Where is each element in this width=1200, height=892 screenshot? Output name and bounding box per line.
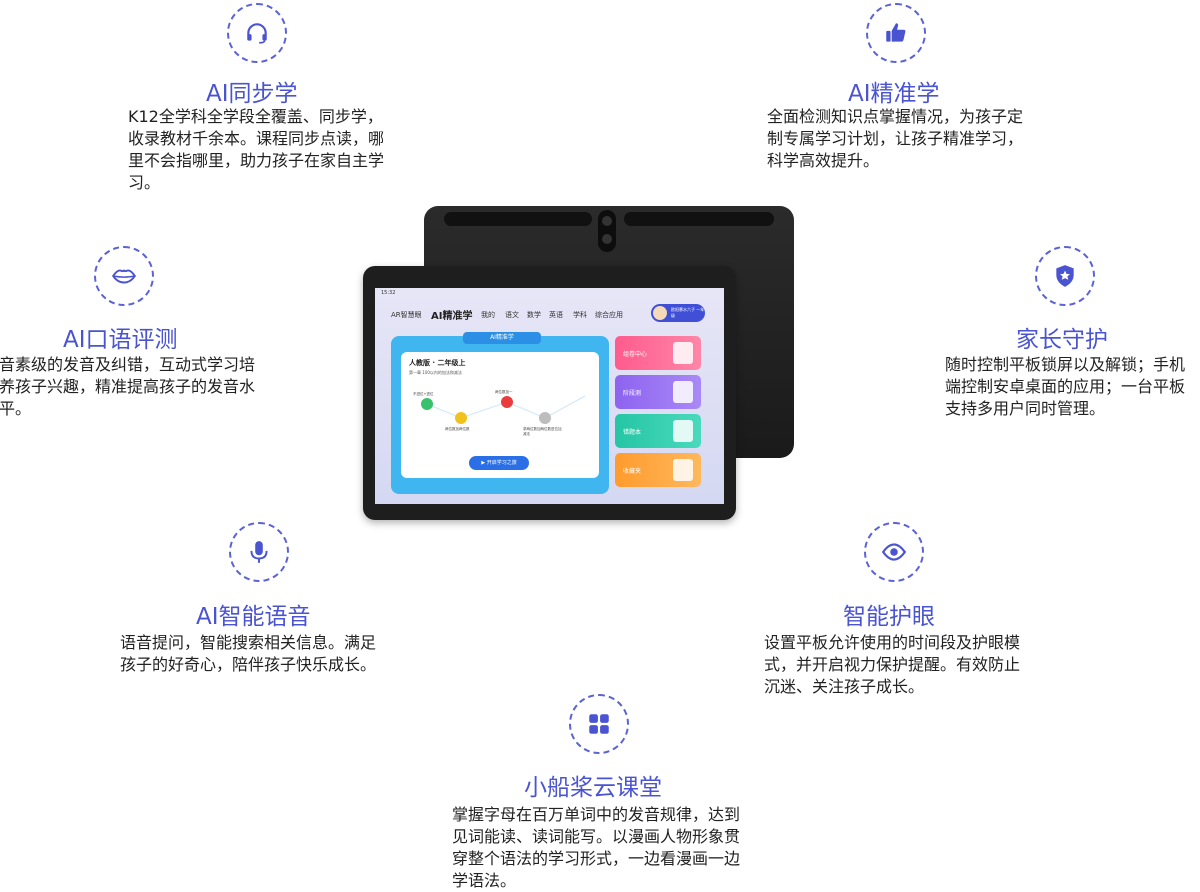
screen-side-label: 错题本 (623, 429, 642, 436)
screen-node-label: 求两位数加两位数进位加减法 (523, 427, 562, 436)
screen-node-dot (421, 398, 433, 410)
screen-nav-item: AR智慧眼 (391, 311, 422, 319)
shield-star-icon (1035, 246, 1095, 306)
tablet-front-image: 15:32 AR智慧眼 AI精准学 我的 语文 数学 英语 学科 综合应用 欧阳… (363, 266, 736, 520)
avatar (653, 306, 667, 320)
feature-title: 小船桨云课堂 (524, 775, 662, 801)
screen-side-label: 收藏夹 (623, 468, 642, 475)
screen-nav-item: 英语 (549, 311, 563, 319)
screen-time: 15:32 (381, 290, 396, 296)
document-icon (673, 381, 693, 403)
screen-nav-item: 综合应用 (595, 311, 623, 319)
screen-node-label: 两位数加两位数 (445, 427, 470, 431)
eye-icon (864, 522, 924, 582)
star-book-icon (673, 459, 693, 481)
start-learning-button[interactable]: ▶ 开启学习之旅 (469, 456, 529, 470)
document-icon (673, 420, 693, 442)
screen-card-title: 人教版 · 二年级上 (409, 359, 466, 367)
feature-desc: 掌握字母在百万单词中的发音规律，达到见词能读、读词能写。以漫画人物形象贯穿整个语… (452, 805, 741, 890)
screen-side-card[interactable]: 阶段测 (615, 375, 701, 409)
screen-side-label: 阶段测 (623, 390, 642, 397)
screen-node-label: 不进位+进位 (413, 392, 434, 396)
headset-icon (227, 3, 287, 63)
screen-side-card[interactable]: 收藏夹 (615, 453, 701, 487)
screen-card-sub: 第一章 100以内的加法和减法 (409, 370, 462, 375)
feature-desc: K12全学科全学段全覆盖、同步学，收录教材千余本。课程同步点读，哪里不会指哪里，… (128, 107, 385, 192)
screen-panel-tab: AI精准学 (463, 332, 541, 344)
screen-nav-item: 学科 (573, 311, 587, 319)
lips-icon (94, 246, 154, 306)
feature-desc: 全面检测知识点掌握情况，为孩子定制专属学习计划，让孩子精准学习，科学高效提升。 (767, 107, 1024, 170)
screen-main-panel: AI精准学 人教版 · 二年级上 第一章 100以内的加法和减法 不进位+进位 … (391, 332, 609, 494)
screen-node-dot (455, 412, 467, 424)
feature-desc: 语音提问，智能搜索相关信息。满足孩子的好奇心，陪伴孩子快乐成长。 (120, 633, 377, 674)
feature-desc: 随时控制平板锁屏以及解锁；手机端控制安卓桌面的应用；一台平板支持多用户同时管理。 (945, 355, 1186, 418)
microphone-icon (229, 522, 289, 582)
feature-title: AI智能语音 (196, 604, 311, 630)
grid-icon (569, 694, 629, 754)
screen-node-dot (501, 396, 513, 408)
screen-side-card[interactable]: 组卷中心 (615, 336, 701, 370)
feature-title: AI精准学 (848, 81, 940, 107)
screen-node-label: 两位数加一 (495, 390, 513, 394)
feature-title: AI同步学 (206, 81, 298, 107)
feature-desc: 设置平板允许使用的时间段及护眼模式，并开启视力保护提醒。有效防止沉迷、关注孩子成… (764, 633, 1021, 696)
feature-title: 家长守护 (1016, 327, 1108, 353)
document-icon (673, 342, 693, 364)
screen-user-name: 欧阳慕水六子 一年级 (671, 307, 705, 318)
screen-side-label: 组卷中心 (623, 351, 648, 358)
camera-icon (598, 210, 616, 252)
screen-card: 人教版 · 二年级上 第一章 100以内的加法和减法 不进位+进位 两位数加两位… (401, 352, 599, 478)
screen-nav-item: 数学 (527, 311, 541, 319)
tablet-screen: 15:32 AR智慧眼 AI精准学 我的 语文 数学 英语 学科 综合应用 欧阳… (375, 288, 724, 504)
feature-title: 智能护眼 (843, 604, 935, 630)
screen-nav-item: 我的 (481, 311, 495, 319)
screen-nav-item: 语文 (505, 311, 519, 319)
screen-user-badge: 欧阳慕水六子 一年级 (651, 304, 705, 322)
screen-side-card[interactable]: 错题本 (615, 414, 701, 448)
feature-title: AI口语评测 (63, 327, 178, 353)
thumbs-up-icon (866, 3, 926, 63)
feature-desc: 音素级的发音及纠错，互动式学习培养孩子兴趣，精准提高孩子的发音水平。 (0, 355, 256, 418)
screen-nav-item-active: AI精准学 (431, 311, 473, 322)
screen-node-dot (539, 412, 551, 424)
